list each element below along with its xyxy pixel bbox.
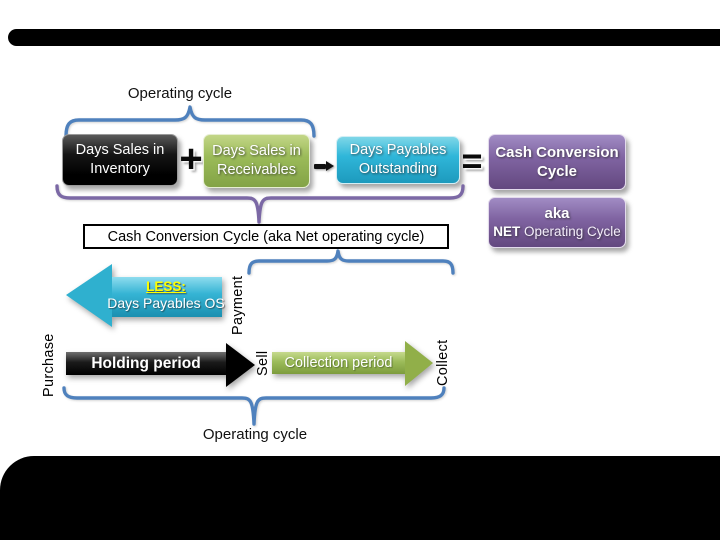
right-arrowhead-icon xyxy=(405,341,433,386)
holding-arrow-body: Holding period xyxy=(66,352,226,375)
collection-over-brace xyxy=(247,249,455,275)
holding-period-arrow: Holding period xyxy=(66,343,256,387)
net-bold-label: NET xyxy=(493,224,521,239)
milestone-purchase-label: Purchase xyxy=(41,333,57,397)
bottom-operating-cycle-brace xyxy=(62,386,446,426)
right-arrowhead-icon xyxy=(226,343,255,387)
milestone-collect-label: Collect xyxy=(435,339,451,386)
collection-period-arrow: Collection period xyxy=(272,341,433,386)
collection-arrow-body: Collection period xyxy=(272,352,405,374)
cash-conversion-cycle-box: Cash Conversion Cycle xyxy=(488,134,626,190)
left-arrowhead-icon xyxy=(66,264,112,327)
less-arrow-text: LESS: Days Payables OS xyxy=(106,279,226,311)
operating-cycle-top-label: Operating cycle xyxy=(127,85,233,102)
formula-under-brace xyxy=(55,184,465,224)
ccc-caption-box: Cash Conversion Cycle (aka Net operating… xyxy=(83,224,449,249)
operating-cycle-bottom-label: Operating cycle xyxy=(202,426,308,443)
bottom-black-band xyxy=(0,456,720,540)
days-sales-inventory-box: Days Sales in Inventory xyxy=(62,134,178,186)
minus-operator-icon: − xyxy=(314,160,336,172)
milestone-sell-label: Sell xyxy=(255,350,271,376)
less-title: LESS: xyxy=(146,279,186,294)
aka-net-operating-cycle-box: aka NET Operating Cycle xyxy=(488,197,626,248)
aka-label: aka xyxy=(544,205,570,222)
holding-period-label: Holding period xyxy=(91,354,201,372)
plus-operator: + xyxy=(179,137,203,181)
milestone-payment-label: Payment xyxy=(230,275,246,335)
days-sales-receivables-box: Days Sales in Receivables xyxy=(203,134,310,188)
days-payables-outstanding-box: Days Payables Outstanding xyxy=(336,136,460,184)
less-subtitle: Days Payables OS xyxy=(107,294,225,311)
net-operating-cycle-label: NET Operating Cycle xyxy=(493,223,621,240)
collection-period-label: Collection period xyxy=(284,355,393,371)
top-brace xyxy=(64,105,316,138)
less-days-payables-arrow: LESS: Days Payables OS xyxy=(66,264,226,327)
less-arrow-body xyxy=(112,277,222,317)
equals-operator: = xyxy=(461,140,483,181)
minus-arrowhead-icon xyxy=(326,161,334,171)
net-rest-label: Operating Cycle xyxy=(520,224,621,239)
minus-dash: − xyxy=(314,163,326,169)
top-black-stripe xyxy=(8,29,720,46)
